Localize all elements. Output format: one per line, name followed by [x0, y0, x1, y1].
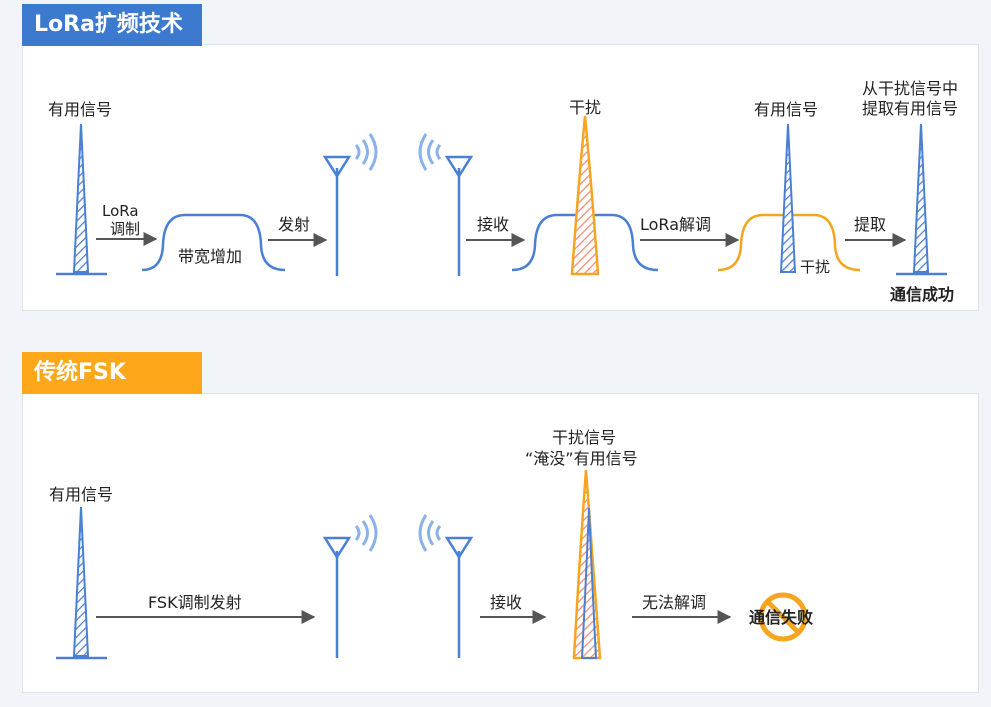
fsk-transmit-label: FSK调制发射: [148, 593, 242, 612]
fsk-useful-signal-label: 有用信号: [49, 485, 113, 504]
fsk-receive-label: 接收: [490, 593, 522, 612]
fsk-useful-signal-spike: [56, 506, 107, 660]
lora-transmit-antenna-icon: [322, 133, 378, 276]
lora-interference-spike: [570, 115, 600, 276]
lora-receive-antenna-icon: [418, 133, 474, 276]
fsk-receive-antenna-icon: [418, 514, 474, 658]
lora-extract-title-2: 提取有用信号: [862, 99, 958, 118]
fsk-transmit-antenna-icon: [322, 514, 378, 658]
lora-spread-spectrum: [141, 213, 286, 272]
lora-useful-signal-label: 有用信号: [48, 100, 112, 119]
fsk-header: 传统FSK: [22, 352, 202, 394]
fsk-drown-label-1: 干扰信号: [552, 428, 616, 447]
lora-interference-label: 干扰: [569, 98, 601, 117]
lora-recovered-signal-spike: [779, 123, 797, 273]
lora-extract-label: 提取: [854, 215, 886, 234]
lora-useful-signal-2-label: 有用信号: [754, 100, 818, 119]
fsk-drown-label-2: “淹没”有用信号: [525, 449, 638, 468]
lora-receive-label: 接收: [477, 215, 509, 234]
lora-panel: [22, 44, 979, 311]
lora-success-label: 通信成功: [890, 285, 954, 304]
lora-useful-signal-spike: [56, 123, 107, 276]
lora-demodulate-label: LoRa解调: [640, 215, 711, 234]
lora-final-signal-spike: [896, 123, 947, 276]
fsk-fail-prohibited-icon: [758, 592, 808, 642]
lora-modulate-label-1: LoRa: [102, 202, 139, 220]
lora-bandwidth-label: 带宽增加: [178, 247, 242, 266]
fsk-fail-label: 通信失败: [749, 608, 813, 627]
lora-header: LoRa扩频技术: [22, 4, 202, 46]
lora-modulate-label-2: 调制: [110, 220, 140, 238]
lora-extract-title-1: 从干扰信号中: [862, 79, 958, 98]
fsk-drowned-signal-spike: [580, 507, 598, 659]
lora-transmit-label: 发射: [278, 215, 310, 234]
fsk-panel: [22, 393, 979, 693]
fsk-cannot-demod-label: 无法解调: [642, 593, 706, 612]
lora-interference-2-label: 干扰: [800, 258, 830, 276]
